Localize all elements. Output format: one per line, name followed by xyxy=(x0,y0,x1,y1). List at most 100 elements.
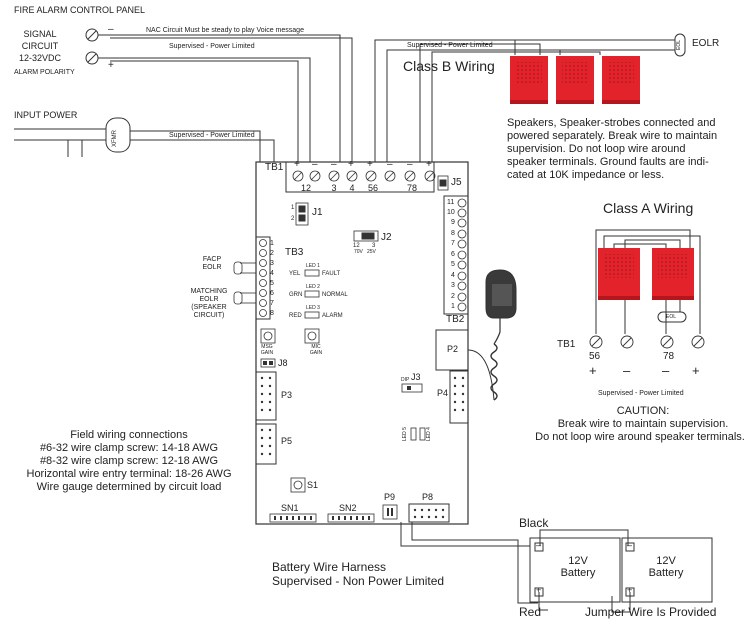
microphone xyxy=(467,269,517,401)
sn1-label: SN1 xyxy=(281,503,299,513)
black-label: Black xyxy=(519,516,549,530)
tb2-pin-5: 5 xyxy=(451,261,455,268)
battery2-plus: + xyxy=(627,585,633,595)
s1-label: S1 xyxy=(307,480,319,490)
tb2-pin-2: 2 xyxy=(451,293,455,300)
p8-label: P8 xyxy=(422,492,434,502)
tb3-pin-1: 1 xyxy=(270,240,274,247)
caution-line2: Do not loop wire around speaker terminal… xyxy=(535,431,745,443)
caution-line1: Break wire to maintain supervision. xyxy=(557,418,729,430)
facp-supervised: Supervised - Power Limited xyxy=(169,43,255,50)
class-a-minus-2: – xyxy=(662,363,670,378)
field-wiring-line2: #8-32 wire clamp screw: 12-18 AWG xyxy=(39,455,219,467)
speaker-3 xyxy=(602,56,640,104)
tb1-sign-5: + xyxy=(367,159,373,170)
tb1-sign-4: + xyxy=(348,159,354,170)
connector-pins xyxy=(260,361,465,520)
p3-label: P3 xyxy=(281,390,293,400)
tb1-num-56: 56 xyxy=(367,183,378,193)
led2-label: NORMAL xyxy=(322,292,348,298)
led2-color: GRN xyxy=(289,292,303,298)
sn1-pins xyxy=(274,516,312,520)
jumper-label: Jumper Wire Is Provided xyxy=(585,605,717,619)
matching-eolr-1: MATCHING xyxy=(190,288,228,295)
tb1-sign-7: – xyxy=(407,159,413,170)
class-a-56: 56 xyxy=(589,351,601,362)
led4-label: LED 4 xyxy=(426,427,432,441)
j3-label: J3 xyxy=(411,372,421,382)
j2-label: J2 xyxy=(381,232,392,243)
battery1-plus: + xyxy=(536,585,542,595)
j2-25v: 25V xyxy=(367,249,376,255)
input-power-label: INPUT POWER xyxy=(14,110,78,120)
tb2-pin-4: 4 xyxy=(451,272,455,279)
tb1-num-12: 12 xyxy=(300,183,311,193)
class-a-terminals xyxy=(589,335,705,349)
signal-circuit-line1: SIGNAL xyxy=(23,29,57,39)
harness-line2: Supervised - Non Power Limited xyxy=(272,574,445,588)
tb2-label: TB2 xyxy=(446,314,465,325)
class-b-title: Class B Wiring xyxy=(403,58,495,74)
xfmr xyxy=(105,117,131,153)
msg-gain-2: GAIN xyxy=(260,350,274,356)
j1-pin-2: 2 xyxy=(291,216,295,222)
harness-line1: Battery Wire Harness xyxy=(272,560,387,574)
facp-eolr-1: FACP xyxy=(202,256,222,263)
facp-wires xyxy=(85,28,353,162)
j1-pin-1: 1 xyxy=(291,205,295,211)
xfmr-label: XFMR xyxy=(112,130,118,147)
class-b-wires xyxy=(374,33,686,162)
class-b-supervised: Supervised - Power Limited xyxy=(407,42,493,49)
tb1-sign-6: – xyxy=(387,159,393,170)
class-a-plus-1: + xyxy=(589,363,597,378)
battery1-minus: – xyxy=(536,540,542,550)
class-a-plus-2: + xyxy=(692,363,700,378)
facp-eolr-2: EOLR xyxy=(202,264,222,271)
mic-gain-1: MIC xyxy=(311,344,321,350)
signal-circuit-line3: 12-32VDC xyxy=(18,53,62,63)
class-a-title: Class A Wiring xyxy=(603,200,694,216)
input-supervised: Supervised - Power Limited xyxy=(169,132,255,139)
battery1-line2: Battery xyxy=(560,567,596,579)
caution-title: CAUTION: xyxy=(616,405,670,417)
field-wiring-title: Field wiring connections xyxy=(70,429,188,441)
class-b-speakers xyxy=(510,56,640,104)
speaker-1 xyxy=(510,56,548,104)
tb1-num-4: 4 xyxy=(349,183,355,193)
j2-70v: 70V xyxy=(354,249,363,255)
msg-gain-1: MSG xyxy=(261,344,273,350)
eolr-label: EOLR xyxy=(692,38,720,49)
tb1-screws xyxy=(292,170,436,182)
tb3-pin-4: 4 xyxy=(270,270,274,277)
facp-plus: + xyxy=(108,60,114,71)
p3-pins xyxy=(260,376,272,412)
tb1-sign-3: – xyxy=(331,159,337,170)
tb1-sign-2: – xyxy=(312,159,318,170)
j8-label: J8 xyxy=(278,358,288,368)
p2-label: P2 xyxy=(447,344,459,354)
class-a-tb1: TB1 xyxy=(557,339,576,350)
matching-eolr-3: (SPEAKER xyxy=(191,304,227,311)
sn2-pins xyxy=(332,516,370,520)
tb2-pin-9: 9 xyxy=(451,219,455,226)
signal-circuit-line2: CIRCUIT xyxy=(21,41,59,51)
led1-label: FAULT xyxy=(322,271,341,277)
battery1-line1: 12V xyxy=(568,555,588,567)
j3-dip: DIP xyxy=(401,377,410,383)
j5-label: J5 xyxy=(451,177,462,188)
battery2-minus: – xyxy=(627,540,633,550)
p4-label: P4 xyxy=(437,388,449,398)
tb1-sign-8: + xyxy=(426,159,432,170)
tb1-sign-1: + xyxy=(294,159,300,170)
led1-id: LED 1 xyxy=(306,263,320,269)
j1-label: J1 xyxy=(312,207,323,218)
field-wiring-line4: Wire gauge determined by circuit load xyxy=(36,481,222,493)
speaker-a1 xyxy=(598,248,640,300)
battery-harness xyxy=(400,522,713,613)
p8-pins xyxy=(413,508,445,519)
p9-label: P9 xyxy=(384,492,396,502)
tb1-num-3: 3 xyxy=(331,183,337,193)
led5-label: LED 5 xyxy=(402,427,408,441)
sn2-label: SN2 xyxy=(339,503,357,513)
